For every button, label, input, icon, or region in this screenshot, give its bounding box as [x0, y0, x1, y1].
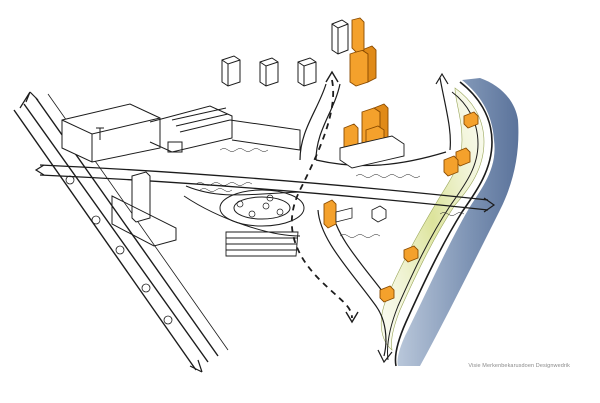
road-arrow-east	[483, 197, 496, 213]
dashed-route	[290, 79, 353, 319]
coast-building-1	[463, 111, 479, 129]
tower-north-c	[351, 17, 365, 53]
station-complex	[61, 103, 301, 163]
mid-building	[323, 199, 337, 229]
coastal-road-arrow	[435, 72, 449, 85]
mid-building-annex	[335, 207, 353, 223]
east-road	[315, 151, 447, 167]
orange-buildings	[323, 17, 479, 303]
south-road-arrow	[377, 349, 393, 364]
lower-left-blocks	[111, 171, 177, 247]
south-east-road	[317, 209, 387, 357]
south-building-2	[379, 285, 395, 303]
plaza-trees	[236, 194, 284, 218]
tower-north-b	[361, 45, 377, 83]
terrace-steps	[225, 231, 299, 257]
coastal-road	[439, 77, 451, 151]
distant-towers	[221, 19, 349, 87]
coastline	[394, 81, 493, 367]
route-arrow-south	[345, 311, 359, 324]
avenue-arrow-north	[19, 91, 39, 109]
south-building-1	[403, 245, 419, 263]
small-pavilion	[167, 141, 183, 153]
coast-building-3	[443, 155, 459, 177]
vegetation-hatching	[195, 148, 465, 238]
cluster-base	[339, 135, 405, 169]
north-road-edge	[315, 83, 341, 161]
central-plaza	[183, 185, 305, 237]
small-white-pavilion	[371, 205, 387, 223]
route-arrow-north	[325, 70, 339, 83]
water-body	[397, 78, 519, 366]
avenue-arrow-south	[189, 359, 203, 373]
road-arrow-west	[34, 164, 45, 176]
tower-north-a	[349, 49, 369, 87]
main-road	[39, 164, 489, 211]
image-credit: Visie Merkenbekarusdoen Designwedrik	[468, 363, 570, 369]
avenue-trees	[65, 175, 173, 325]
north-road	[299, 83, 327, 161]
